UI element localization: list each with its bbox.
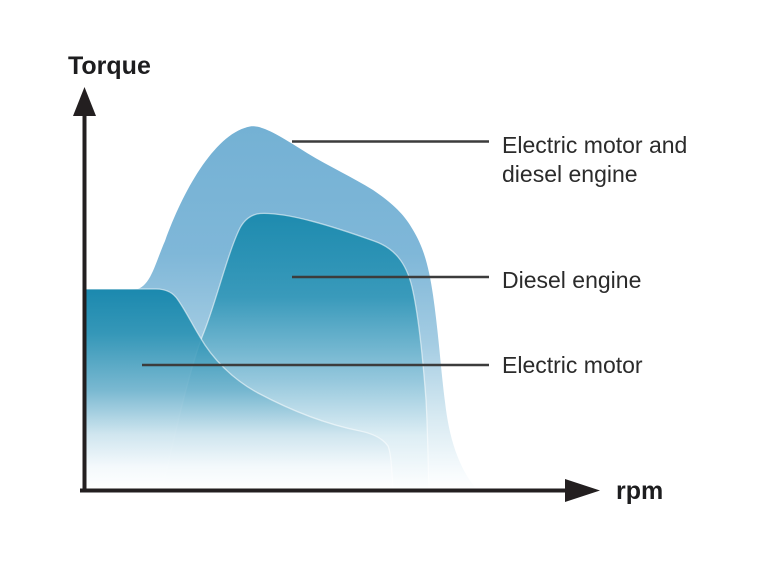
electric-area xyxy=(83,288,394,492)
x-axis-arrowhead-icon xyxy=(565,479,600,502)
label-combined-line2: diesel engine xyxy=(502,161,638,187)
y-axis-arrowhead-icon xyxy=(73,87,96,116)
label-electric: Electric motor xyxy=(502,352,643,378)
y-axis-label: Torque xyxy=(68,52,151,80)
x-axis-label: rpm xyxy=(616,477,663,505)
label-diesel: Diesel engine xyxy=(502,267,641,293)
label-combined-line1: Electric motor and xyxy=(502,132,687,158)
